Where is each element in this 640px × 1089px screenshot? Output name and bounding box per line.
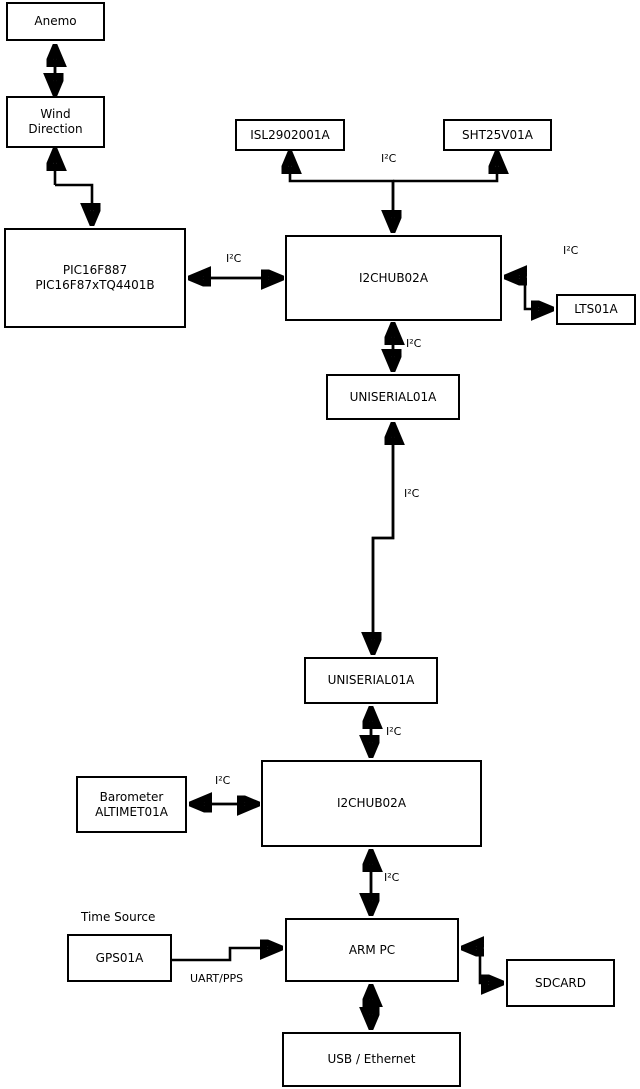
node-gps01a[interactable]: GPS01A bbox=[67, 934, 172, 982]
node-anemo[interactable]: Anemo bbox=[6, 2, 105, 41]
wire-hub-bus-isl bbox=[290, 155, 395, 229]
node-usb-ethernet[interactable]: USB / Ethernet bbox=[282, 1032, 461, 1087]
node-uniserial01a-bottom[interactable]: UNISERIAL01A bbox=[304, 657, 438, 704]
edge-label-i2c-uniserial-link: I²C bbox=[404, 487, 420, 500]
wire-uniserial-link-down bbox=[373, 426, 395, 651]
edge-label-i2c-barometer: I²C bbox=[215, 774, 231, 787]
edge-label-i2c-lts: I²C bbox=[563, 244, 579, 257]
wire-hub-bus-sht bbox=[393, 155, 497, 183]
node-i2chub02a-bottom[interactable]: I2CHUB02A bbox=[261, 760, 482, 847]
node-wind-direction[interactable]: Wind Direction bbox=[6, 96, 105, 148]
edge-label-uart-pps: UART/PPS bbox=[190, 972, 244, 985]
node-sht25v01a[interactable]: SHT25V01A bbox=[443, 119, 552, 151]
node-i2chub02a-top[interactable]: I2CHUB02A bbox=[285, 235, 502, 321]
edge-label-i2c-hub-uniserial: I²C bbox=[406, 337, 422, 350]
edge-label-i2c-sensors: I²C bbox=[381, 152, 397, 165]
node-isl2902001a[interactable]: ISL2902001A bbox=[235, 119, 345, 151]
wire-gps-to-armpc bbox=[172, 948, 279, 960]
node-pic-mcu[interactable]: PIC16F887 PIC16F87xTQ4401B bbox=[4, 228, 186, 328]
edge-label-i2c-pic-hub: I²C bbox=[226, 252, 242, 265]
node-sdcard[interactable]: SDCARD bbox=[506, 959, 615, 1007]
edge-label-i2c-hub2-armpc: I²C bbox=[384, 871, 400, 884]
wire-armpc-to-sdcard bbox=[478, 948, 500, 983]
label-time-source: Time Source bbox=[81, 910, 156, 924]
node-lts01a[interactable]: LTS01A bbox=[556, 294, 636, 325]
node-arm-pc[interactable]: ARM PC bbox=[285, 918, 459, 982]
node-uniserial01a-top[interactable]: UNISERIAL01A bbox=[326, 374, 460, 420]
wire-hub-to-lts bbox=[523, 277, 550, 309]
wire-wind-pic-down bbox=[55, 183, 92, 222]
edge-label-i2c-uniserial-hub2: I²C bbox=[386, 725, 402, 738]
node-barometer-altimet01a[interactable]: Barometer ALTIMET01A bbox=[76, 776, 187, 833]
